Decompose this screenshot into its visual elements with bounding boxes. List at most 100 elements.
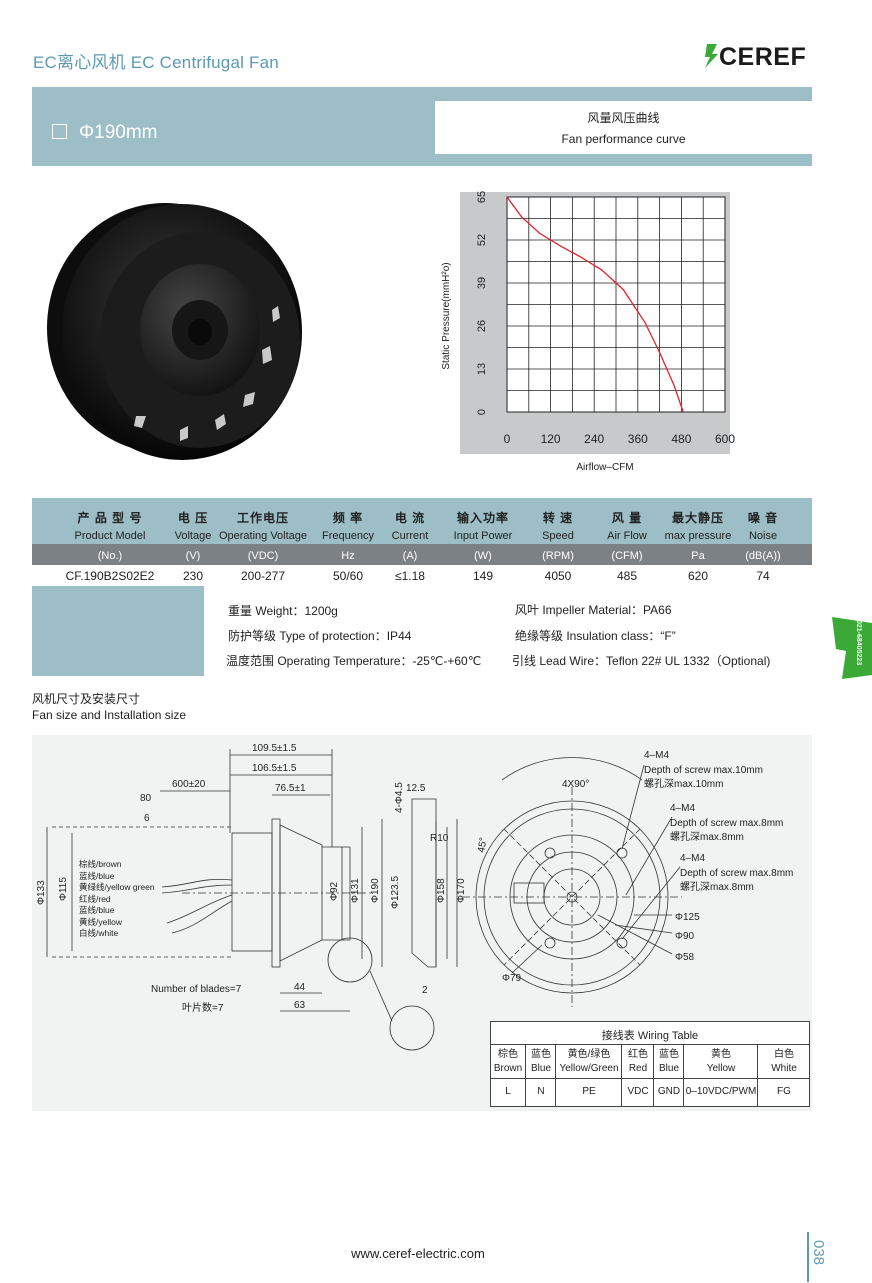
dim-12-5: 12.5 xyxy=(406,783,426,794)
properties-card: 重量 Weight：1200g 风叶 Impeller Material：PA6… xyxy=(204,586,812,676)
dim-phi133: Φ133 xyxy=(36,880,47,905)
wire-blue: 蓝线/blue xyxy=(79,871,115,881)
wiring-value-5: 0–10VDC/PWM xyxy=(685,1086,757,1097)
dim-63: 63 xyxy=(294,1000,306,1011)
spec-cn-1: 电 压 xyxy=(177,511,209,525)
wiring-en-3: Red xyxy=(628,1063,648,1074)
spec-en-8: max pressure xyxy=(664,530,732,542)
dim-2: 2 xyxy=(422,985,428,996)
spec-value-1: 230 xyxy=(182,569,204,583)
y-tick-label: 39 xyxy=(476,277,488,289)
dim-109-5: 109.5±1.5 xyxy=(252,743,297,754)
spec-en-0: Product Model xyxy=(74,530,146,542)
wire-yellow-green: 黄绿线/yellow green xyxy=(79,882,155,892)
spec-cn-6: 转 速 xyxy=(542,511,574,525)
spec-table: 产 品 型 号电 压工作电压频 率电 流输入功率转 速风 量最大静压噪 音 Pr… xyxy=(32,498,812,587)
wiring-col-5: 黄色 Yellow 0–10VDC/PWM xyxy=(683,1044,758,1106)
spec-header-cn: 产 品 型 号电 压工作电压频 率电 流输入功率转 速风 量最大静压噪 音 xyxy=(32,498,812,526)
spec-value-2: 200-277 xyxy=(240,569,286,583)
dim-phi115: Φ115 xyxy=(58,877,69,901)
spec-cn-8: 最大静压 xyxy=(671,511,724,525)
wiring-value-0: L xyxy=(505,1086,511,1097)
prop-weight: 重量 Weight：1200g xyxy=(228,604,338,618)
y-axis-label: Static Pressure(mmH²o) xyxy=(441,262,452,369)
wiring-en-6: White xyxy=(771,1063,797,1074)
pressure-curve-line xyxy=(506,196,684,413)
spec-cn-5: 输入功率 xyxy=(456,511,509,525)
dim-80: 80 xyxy=(140,793,152,804)
x-tick-label: 240 xyxy=(584,432,604,446)
m4-label-2: 4–M4 xyxy=(670,803,695,814)
wiring-cn-3: 红色 xyxy=(628,1049,648,1060)
spec-unit-4: (A) xyxy=(402,550,418,562)
footer-url[interactable]: www.ceref-electric.com xyxy=(351,1246,485,1261)
dim-6: 6 xyxy=(144,813,150,824)
m4-depth-1-cn: 螺孔深max.10mm xyxy=(644,778,723,790)
checkbox-square-icon xyxy=(52,124,67,139)
ceref-logo: CEREF xyxy=(705,43,806,70)
spec-cn-9: 噪 音 xyxy=(747,511,779,525)
spec-unit-3: Hz xyxy=(341,550,355,562)
y-tick-label: 52 xyxy=(476,234,488,246)
dim-phi190: Φ190 xyxy=(370,878,381,903)
curve-title-card: 风量风压曲线 Fan performance curve xyxy=(435,101,812,154)
section-view xyxy=(411,798,437,968)
m4-depth-1-en: Depth of screw max.10mm xyxy=(644,765,763,776)
y-tick-label: 65 xyxy=(476,191,488,203)
spec-unit-0: (No.) xyxy=(97,550,123,562)
dim-phi79: Φ79 xyxy=(502,973,522,984)
spec-unit-5: (W) xyxy=(474,550,492,562)
page-number: 038 xyxy=(810,1240,827,1265)
y-tick-label: 13 xyxy=(476,363,488,375)
front-view-outer xyxy=(475,800,669,994)
m4-label-1: 4–M4 xyxy=(644,750,669,761)
spec-unit-9: (dB(A)) xyxy=(745,550,781,562)
wiring-en-5: Yellow xyxy=(706,1063,736,1074)
spec-unit-2: (VDC) xyxy=(247,550,279,562)
wiring-value-2: PE xyxy=(582,1086,596,1097)
x-tick-label: 0 xyxy=(504,432,511,446)
dimensions-title-en: Fan size and Installation size xyxy=(32,708,187,722)
spec-en-6: Speed xyxy=(542,530,574,542)
spec-value-5: 149 xyxy=(472,569,494,583)
dim-phi170: Φ170 xyxy=(456,878,467,903)
x-tick-label: 600 xyxy=(715,432,735,446)
wiring-cn-5: 黄色 xyxy=(711,1049,731,1060)
x-tick-label: 120 xyxy=(541,432,561,446)
prop-protection: 防护等级 Type of protection：IP44 xyxy=(228,629,412,643)
wire-red: 红线/red xyxy=(79,894,111,904)
y-tick-label: 0 xyxy=(476,409,488,415)
spec-unit-8: Pa xyxy=(691,550,705,562)
dim-106-5: 106.5±1.5 xyxy=(252,763,297,774)
dim-phi92: Φ92 xyxy=(329,881,340,901)
spec-unit-7: (CFM) xyxy=(611,550,643,562)
dim-phi90: Φ90 xyxy=(675,931,695,942)
spec-cn-0: 产 品 型 号 xyxy=(77,511,143,525)
wiring-cn-2: 黄色/绿色 xyxy=(567,1049,611,1060)
wiring-en-1: Blue xyxy=(530,1063,551,1074)
motor-body xyxy=(231,832,273,952)
dimensions-title-cn: 风机尺寸及安装尺寸 xyxy=(32,692,141,706)
dim-phi131: Φ131 xyxy=(350,878,361,903)
dim-phi158: Φ158 xyxy=(436,878,447,903)
wiring-value-4: GND xyxy=(657,1086,681,1097)
wiring-value-1: N xyxy=(537,1086,545,1097)
wire-white: 白线/white xyxy=(79,928,118,938)
dim-45-deg: 45° xyxy=(476,837,489,854)
x-axis-label: Airflow–CFM xyxy=(576,462,633,473)
y-tick-label: 26 xyxy=(476,320,488,332)
wire-blue-2: 蓝线/blue xyxy=(79,905,115,915)
spec-unit-6: (RPM) xyxy=(542,550,574,562)
blades-en: Number of blades=7 xyxy=(151,984,242,995)
wiring-value-6: FG xyxy=(777,1086,791,1097)
curve-title-en: Fan performance curve xyxy=(561,132,686,146)
document-title: EC离心风机 EC Centrifugal Fan xyxy=(33,53,279,72)
